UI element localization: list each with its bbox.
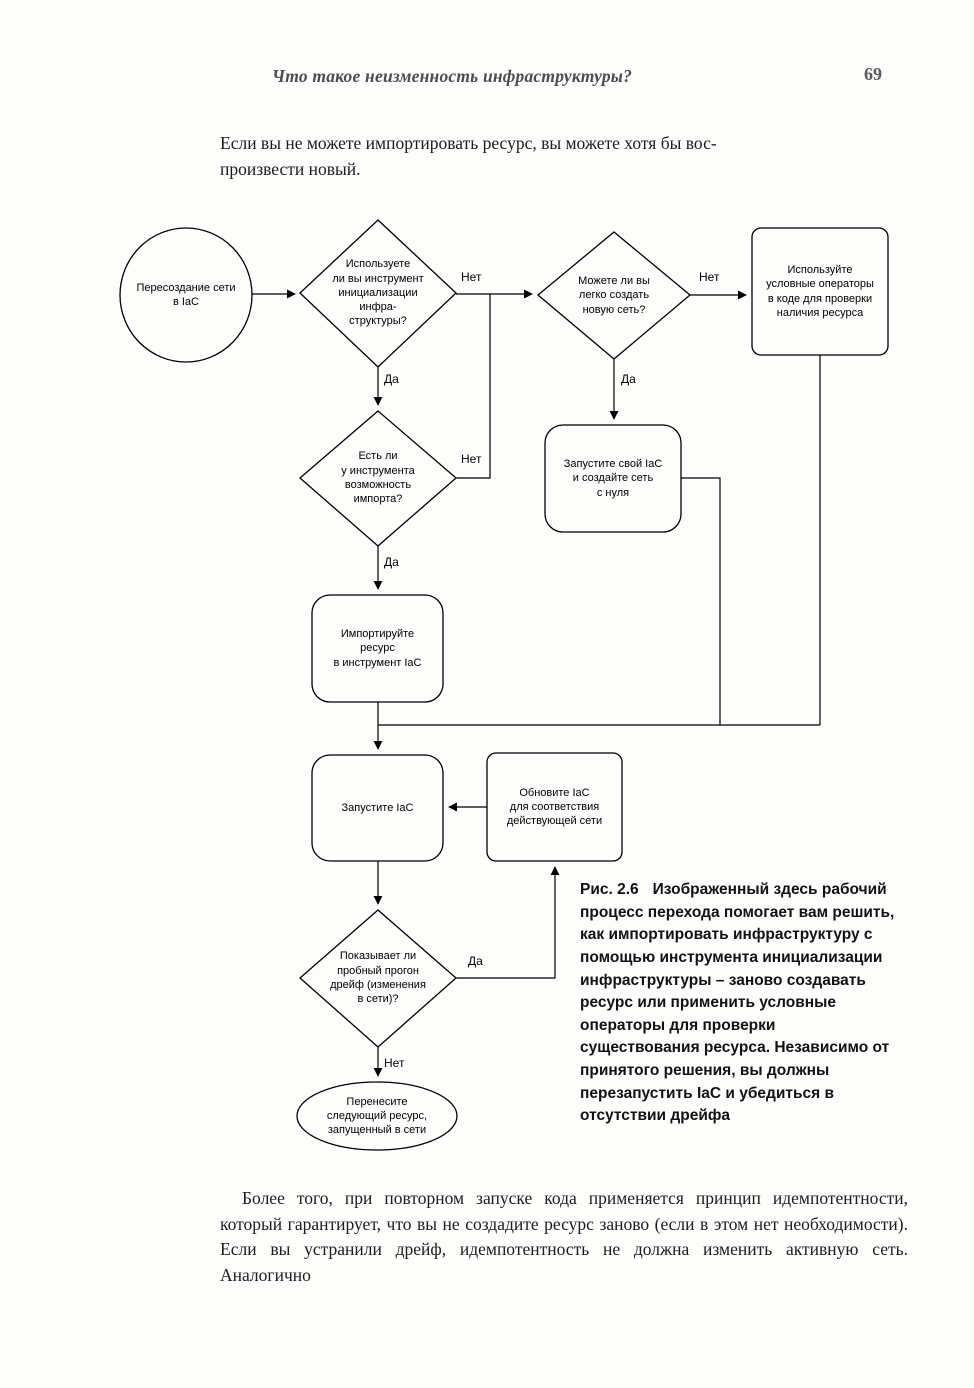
start-node-shape	[119, 227, 253, 363]
edge-label-no-can-import: Нет	[461, 452, 482, 466]
end-node-label: Перенесите следующий ресурс, запущенный …	[326, 1095, 428, 1137]
flowchart-connectors	[252, 289, 821, 1077]
edge-label-yes-easy-create: Да	[621, 372, 636, 386]
can-import-decision-label: Есть ли у инструмента возможность импорт…	[341, 450, 415, 506]
import-resource-node-shape	[311, 594, 444, 703]
figure-caption-number: Рис. 2.6	[580, 881, 639, 898]
run-iac-scratch-node-shape	[544, 424, 682, 533]
can-import-decision-shape	[299, 410, 457, 547]
end-node-shape	[296, 1081, 458, 1151]
edge-label-no-dry-run: Нет	[384, 1056, 405, 1070]
edge-label-yes-can-import: Да	[384, 555, 399, 569]
run-iac-scratch-node-label: Запустите свой IaC и создайте сеть с нул…	[563, 458, 663, 499]
figure-caption-text: Изображенный здесь рабочий процесс перех…	[580, 881, 895, 1125]
update-iac-node-label: Обновите IaC для соответствия действующе…	[506, 786, 603, 828]
use-tool-decision-shape	[299, 219, 457, 368]
easy-create-decision-shape	[536, 231, 692, 360]
update-iac-node-shape	[486, 752, 623, 862]
edge-label-yes-dry-run: Да	[468, 954, 483, 968]
edge-label-yes-use-tool: Да	[384, 372, 399, 386]
use-tool-decision-label: Используете ли вы инструмент инициализац…	[332, 258, 424, 328]
dry-run-decision-label: Показывает ли пробный прогон дрейф (изме…	[330, 950, 426, 1006]
easy-create-decision-label: Можете ли вы легко создать новую сеть?	[578, 275, 650, 316]
dry-run-decision-shape	[299, 909, 457, 1048]
edge-label-no-easy-create: Нет	[699, 270, 720, 284]
conditionals-node-label: Используйте условные операторы в коде дл…	[766, 263, 874, 319]
flowchart-shapes	[119, 219, 889, 1151]
import-resource-node-label: Импортируйте ресурс в инструмент IaC	[333, 628, 422, 669]
start-node-label: Пересоздание сети в IaC	[136, 281, 236, 308]
body-paragraph: Более того, при повторном запуске кода п…	[220, 1188, 908, 1286]
run-iac-node-shape	[311, 754, 444, 862]
run-iac-node-label: Запустите IaC	[341, 801, 414, 814]
running-head: Что такое неизменность инфраструктуры?	[272, 66, 633, 86]
page-number: 69	[864, 64, 882, 84]
conditionals-node-shape	[751, 227, 889, 356]
intro-paragraph: Если вы не можете импортировать ресурс, …	[220, 133, 717, 179]
edge-label-no-use-tool: Нет	[461, 270, 482, 284]
